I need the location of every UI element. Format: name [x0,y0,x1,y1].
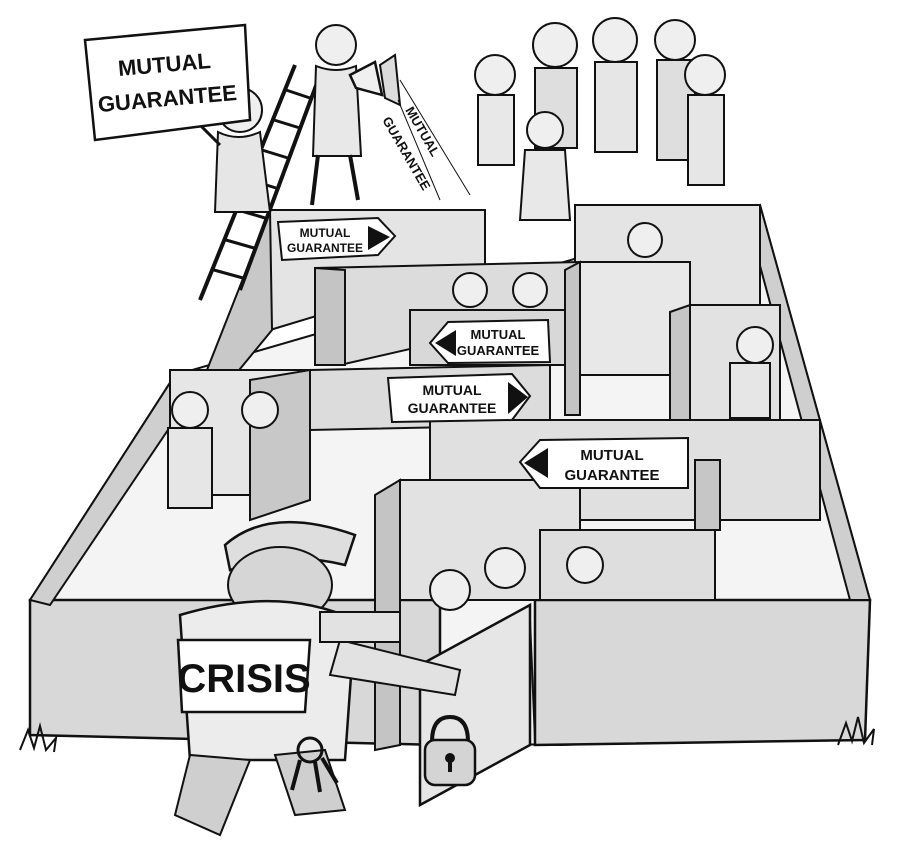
megaphone-text: MUTUAL GUARANTEE [379,104,442,193]
crisis-vest-text: CRISIS [177,657,310,701]
sign-2-line2: GUARANTEE [457,343,540,358]
sign-2-line1: MUTUAL [471,327,526,342]
key-ring-icon [290,736,339,793]
sign-4-line1: MUTUAL [580,447,643,464]
sign-4-line2: GUARANTEE [564,467,659,484]
shrub-icon [19,716,875,753]
mutual-guarantee-sign-2: MUTUAL GUARANTEE [428,318,552,365]
mutual-guarantee-sign-3: MUTUAL GUARANTEE [386,372,532,424]
mutual-guarantee-sign-4: MUTUAL GUARANTEE [518,436,689,489]
padlock-icon [423,714,477,787]
megaphone-icon [348,53,402,107]
crisis-figure: CRISIS [173,520,462,837]
sign-3-line1: MUTUAL [422,382,482,398]
mutual-guarantee-board: MUTUAL GUARANTEE [83,23,252,142]
people-in-maze [167,222,774,611]
megaphone-sound-lines [397,79,471,201]
group-of-people [474,17,726,221]
mutual-guarantee-sign-1: MUTUAL GUARANTEE [276,216,397,262]
man-with-megaphone [310,24,363,206]
sign-1-line1: MUTUAL [300,226,351,240]
sign-1-line2: GUARANTEE [287,241,363,255]
sign-3-line2: GUARANTEE [408,400,497,416]
